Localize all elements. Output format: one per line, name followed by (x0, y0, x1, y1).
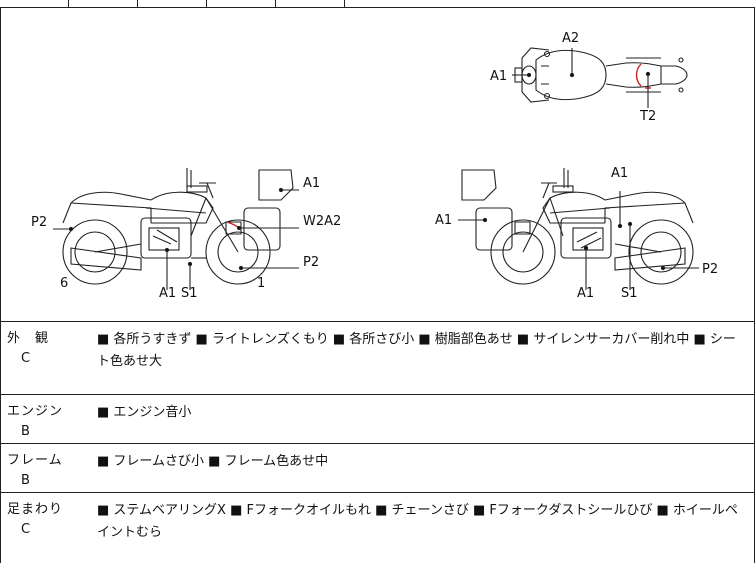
left-view-label-w2a2: W2A2 (303, 214, 341, 229)
left-view-label-s1: S1 (181, 286, 198, 301)
exterior-label: 外 観 (7, 331, 50, 346)
row-frame: フレーム B ■ フレームさび小 ■ フレーム色あせ中 (1, 443, 754, 492)
right-view-label-a1-top: A1 (611, 166, 628, 181)
frame-notes: ■ フレームさび小 ■ フレーム色あせ中 (97, 454, 329, 469)
exterior-grade: C (21, 351, 31, 366)
right-view-label-a1-bottom: A1 (577, 286, 594, 301)
frame-label: フレーム (7, 453, 63, 468)
row-suspension: 足まわり C ■ ステムベアリングX ■ Fフォークオイルもれ ■ チェーンさび… (1, 492, 754, 563)
right-side-motorcycle (461, 168, 694, 285)
left-view-label-a1-top: A1 (303, 176, 320, 191)
row-engine: エンジン B ■ エンジン音小 (1, 394, 754, 443)
top-view-motorcycle (514, 47, 688, 103)
motorcycle-diagram-svg: A2 A1 T2 A1 W2A2 P2 P2 A1 S1 6 1 A1 A1 P… (31, 31, 718, 301)
row-exterior: 外 観 C ■ 各所うすきず ■ ライトレンズくもり ■ 各所さび小 ■ 樹脂部… (1, 321, 754, 394)
right-view-label-p2: P2 (702, 262, 718, 277)
exterior-notes: ■ 各所うすきず ■ ライトレンズくもり ■ 各所さび小 ■ 樹脂部色あせ ■ … (97, 332, 736, 369)
damage-diagram: A2 A1 T2 A1 W2A2 P2 P2 A1 S1 6 1 A1 A1 P… (0, 8, 755, 321)
left-view-label-1: 1 (257, 276, 265, 291)
left-view-label-6: 6 (60, 276, 68, 291)
suspension-notes: ■ ステムベアリングX ■ Fフォークオイルもれ ■ チェーンさび ■ Fフォー… (97, 503, 738, 540)
suspension-grade: C (21, 522, 31, 537)
right-view-label-a1-left: A1 (435, 213, 452, 228)
left-view-label-p2-rear: P2 (31, 215, 47, 230)
suspension-label: 足まわり (7, 502, 64, 517)
condition-table: 外 観 C ■ 各所うすきず ■ ライトレンズくもり ■ 各所さび小 ■ 樹脂部… (0, 321, 755, 563)
left-view-label-a1-bottom: A1 (159, 286, 176, 301)
engine-notes: ■ エンジン音小 (97, 405, 192, 420)
engine-label: エンジン (7, 404, 64, 419)
left-view-label-p2-front: P2 (303, 255, 319, 270)
top-view-label-a2: A2 (562, 31, 579, 46)
engine-grade: B (21, 424, 30, 439)
top-view-damage-mark (635, 63, 642, 87)
top-view-label-t2: T2 (639, 109, 656, 124)
previous-table-edge (0, 0, 755, 8)
frame-grade: B (21, 473, 30, 488)
top-view-label-a1: A1 (490, 69, 507, 84)
right-view-label-s1: S1 (621, 286, 638, 301)
left-side-motorcycle (62, 168, 294, 285)
